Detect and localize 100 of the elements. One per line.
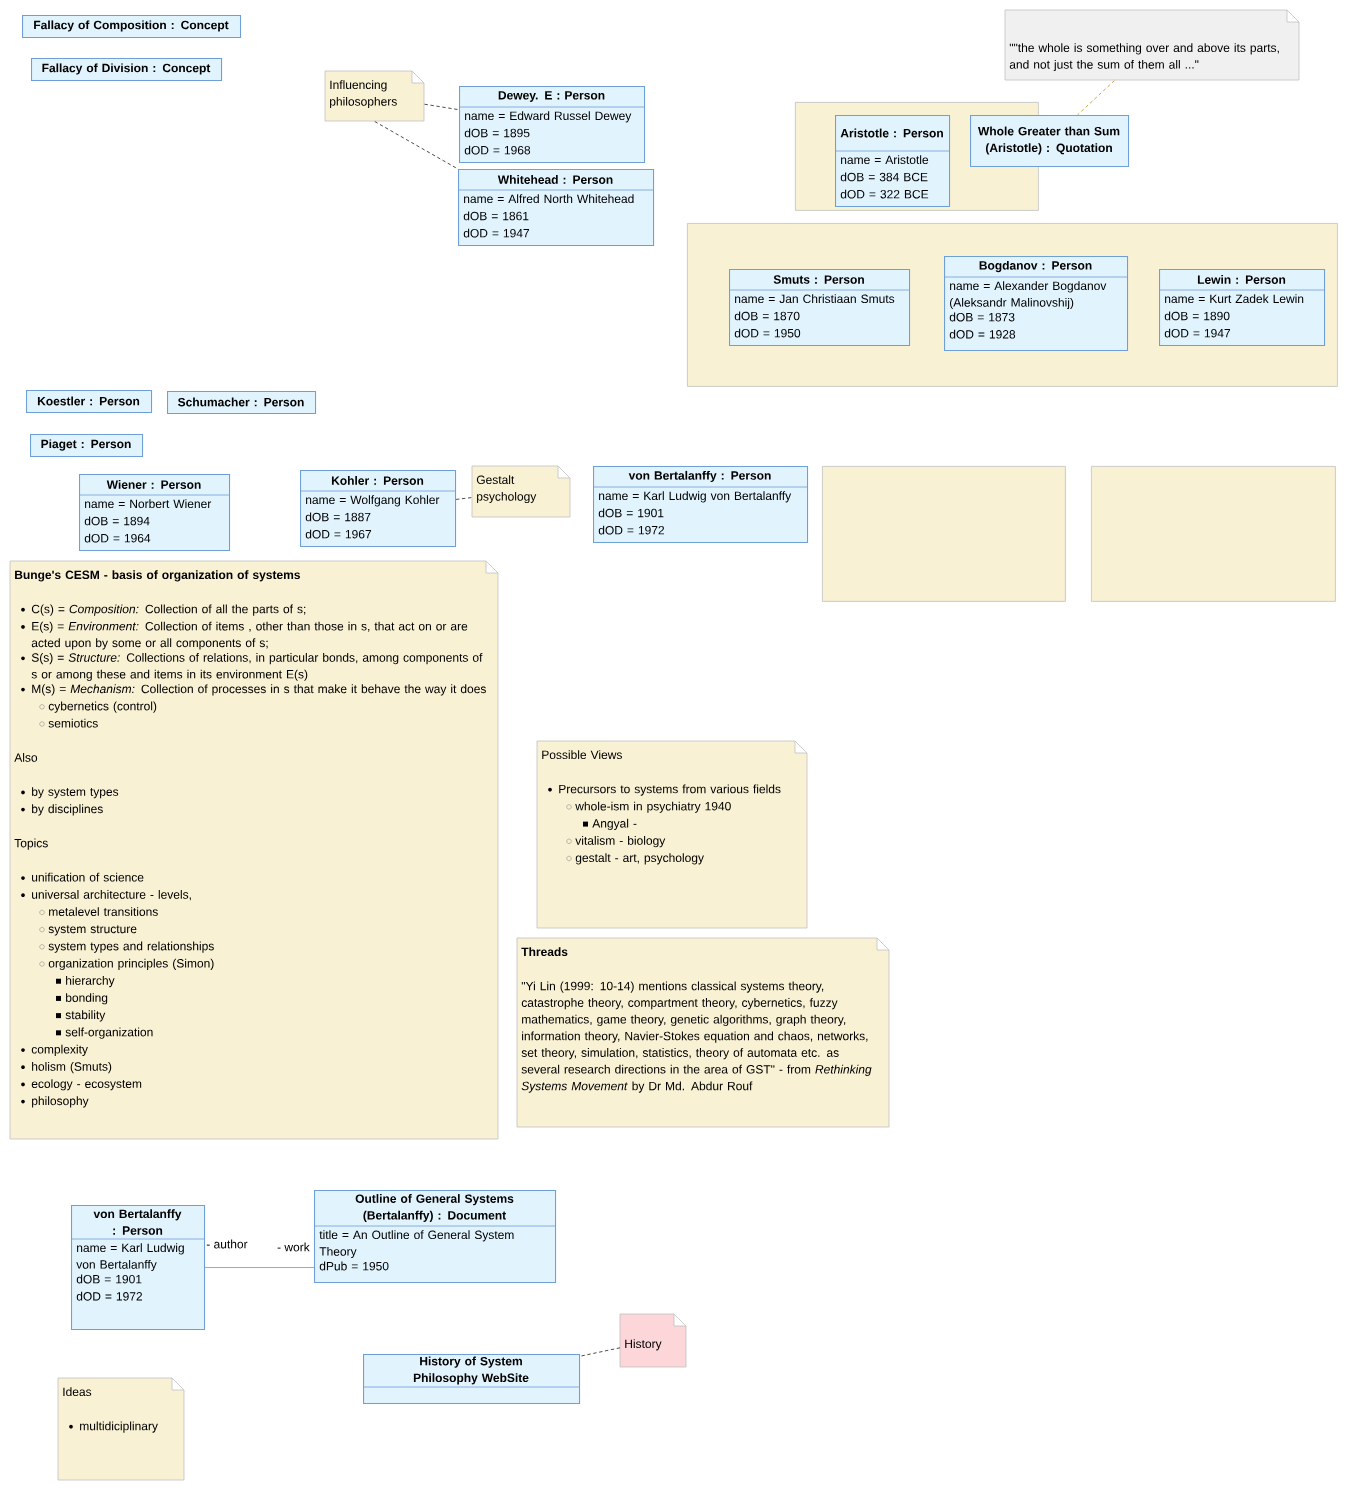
- attribute-text: name = Wolfgang Kohler: [306, 495, 440, 507]
- attribute-text: name = Kurt Zadek Lewin: [1165, 294, 1304, 304]
- bullet-item: ecology - ecosystem: [21, 1079, 142, 1091]
- bullet-item: by system types: [21, 787, 119, 799]
- attribute-text: dOB = 384 BCE: [840, 172, 928, 182]
- attribute-text: name = Alfred North Whitehead: [464, 194, 634, 204]
- connector: [579, 1347, 621, 1357]
- bullet-item: M(s) = Mechanism: Collection of processes in s that make it behave the way it does: [21, 684, 486, 696]
- attribute-text: name = Norbert Wiener: [85, 499, 212, 509]
- attribute-text: dOB = 1861: [463, 211, 529, 221]
- object-header: Fallacy of Composition : Concept: [34, 20, 229, 32]
- attribute-text: dOD = 1972: [76, 1291, 142, 1301]
- bullet-item: E(s) = Environment: Collection of items , other than those in s, that act on or are acted upon by some or all components of s;: [21, 621, 468, 650]
- attribute-text: dPub = 1950: [319, 1261, 389, 1271]
- note: [324, 70, 425, 122]
- object-box: [26, 390, 153, 414]
- attribute-text: dOD = 1947: [463, 228, 529, 238]
- object-header: Aristotle : Person: [840, 128, 943, 138]
- note-text: History: [625, 1339, 662, 1351]
- bullet-item: bonding: [56, 993, 108, 1005]
- attribute-text: name = Jan Christiaan Smuts: [735, 294, 895, 304]
- bullet-item: C(s) = Composition: Collection of all the parts of s;: [21, 604, 306, 616]
- bullet-item: system structure: [39, 925, 137, 936]
- object-header: History of System Philosophy WebSite: [413, 1356, 529, 1385]
- attribute-text: name = Aristotle: [841, 155, 929, 165]
- object-box: [834, 115, 951, 208]
- bullet-item: universal architecture - levels,: [21, 889, 191, 901]
- object-box: [313, 1190, 557, 1284]
- bullet-item: cybernetics (control): [39, 701, 157, 713]
- connector: [374, 121, 459, 170]
- attribute-text: dOB = 1901: [76, 1274, 142, 1284]
- bullet-item: S(s) = Structure: Collections of relations, in particular bonds, among components of s or among these and items in its environment E(s): [21, 653, 483, 681]
- object-header: Fallacy of Division : Concept: [42, 63, 211, 75]
- object-header: Lewin : Person: [1197, 275, 1286, 284]
- bullet-item: metalevel transitions: [39, 907, 158, 916]
- bullet-item: by disciplines: [21, 804, 103, 816]
- note-text: Threads: [521, 947, 568, 957]
- object-header: Koestler : Person: [37, 396, 140, 406]
- object-header: Kohler : Person: [331, 476, 424, 485]
- bullet-item: Precursors to systems from various fields: [548, 784, 781, 796]
- attribute-text: dOD = 1950: [734, 328, 801, 338]
- object-box: [592, 466, 809, 544]
- bullet-item: unification of science: [21, 872, 144, 882]
- bullet-item: organization principles (Simon): [39, 958, 214, 970]
- frame-box: [822, 466, 1066, 602]
- object-box: [728, 269, 911, 347]
- attribute-text: dOD = 1928: [949, 329, 1016, 339]
- object-header: Smuts : Person: [773, 275, 864, 284]
- connector: [424, 103, 460, 111]
- bullet-item: vitalism - biology: [566, 836, 666, 848]
- object-box: [458, 86, 646, 164]
- attribute-text: dOB = 1894: [84, 516, 150, 526]
- attribute-text: dOD = 1968: [464, 145, 531, 155]
- attribute-text: dOD = 1967: [305, 529, 371, 539]
- note-text: Bunge's CESM - basis of organization of systems: [15, 570, 300, 582]
- attribute-text: dOD = 322 BCE: [840, 189, 929, 199]
- object-box: [943, 256, 1129, 352]
- object-box: [30, 434, 144, 458]
- object-box: [362, 1354, 581, 1405]
- note-text: Ideas: [63, 1387, 92, 1397]
- object-header: Schumacher : Person: [178, 397, 304, 407]
- object-box: [1158, 269, 1326, 347]
- note-text: Gestalt psychology: [476, 475, 537, 504]
- note: [1004, 9, 1300, 81]
- attribute-text: dOB = 1887: [305, 512, 371, 522]
- object-box: [78, 474, 231, 552]
- bullet-item: complexity: [21, 1044, 88, 1056]
- object-header: Whole Greater than Sum (Aristotle) : Quotation: [978, 126, 1120, 155]
- object-box: [299, 470, 457, 548]
- bullet-item: system types and relationships: [39, 941, 214, 953]
- note: [619, 1313, 687, 1368]
- object-header: Piaget : Person: [41, 439, 131, 451]
- object-header: Outline of General Systems (Bertalanffy) : Document: [355, 1194, 514, 1222]
- object-box: [167, 391, 317, 415]
- bullet-item: Angyal -: [583, 818, 637, 831]
- frame-box: [1091, 466, 1336, 602]
- note-text: Influencing philosophers: [330, 80, 397, 109]
- bullet-item: philosophy: [21, 1096, 89, 1108]
- object-header: von Bertalanffy : Person: [628, 470, 771, 483]
- object-box: [31, 58, 223, 82]
- attribute-text: dOB = 1890: [1164, 311, 1230, 321]
- attribute-text: dOB = 1873: [949, 312, 1015, 322]
- note: [516, 937, 890, 1128]
- note-text: "Yi Lin (1999: 10-14) mentions classical systems theory, catastrophe theory, compartment theory, cybernetics, fuzzy mathematics, game theory, genetic algorithms, graph theory, information theory, Navier-Stokes equation and chaos, networks, set theory, simulation, statistics, theory of automata etc. as several research directions in the area of GST" - from Rethinking Systems Movement by Dr Md. Abdur Rouf: [521, 981, 872, 1093]
- object-header: Dewey. E : Person: [498, 91, 605, 102]
- attribute-text: name = Karl Ludwig von Bertalanffy: [599, 491, 792, 503]
- note-text: Possible Views: [542, 750, 622, 760]
- object-header: Bogdanov : Person: [979, 260, 1092, 273]
- bullet-item: gestalt - art, psychology: [566, 853, 704, 865]
- note: [9, 560, 499, 1140]
- note-text: ""the whole is something over and above its parts, and not just the sum of them all ...": [1009, 43, 1279, 72]
- attribute-text: dOD = 1947: [1164, 328, 1230, 338]
- bullet-item: semiotics: [39, 718, 98, 728]
- bullet-item: multidiciplinary: [69, 1421, 158, 1433]
- connector: [1077, 80, 1115, 116]
- object-header: von Bertalanffy : Person: [93, 1209, 182, 1235]
- note-text: Also: [14, 752, 38, 762]
- note-text: Topics: [14, 838, 48, 850]
- attribute-text: dOB = 1895: [464, 128, 530, 138]
- connector: [204, 1267, 315, 1268]
